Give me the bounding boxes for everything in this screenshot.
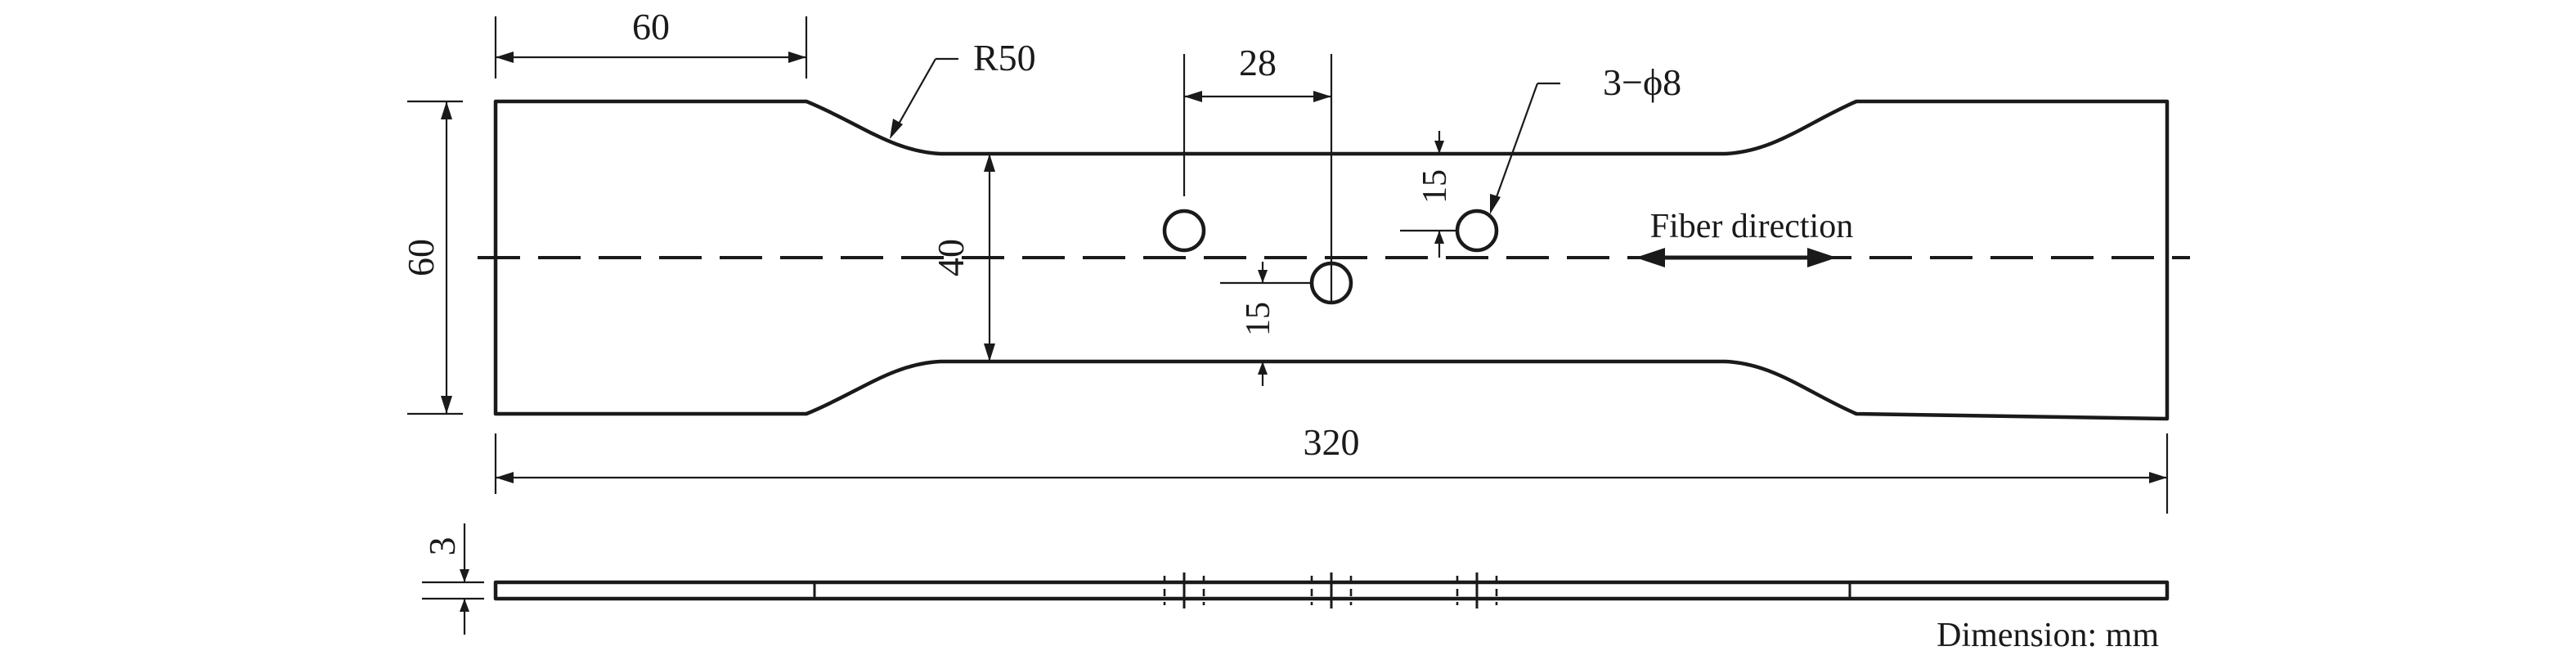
plan-view: [478, 99, 2190, 421]
width-gauge-label: 40: [930, 239, 972, 276]
dim-grip-length: 60: [494, 6, 808, 79]
units-note: Dimension: mm: [1936, 617, 2159, 654]
fiber-arrow-left: [1636, 248, 1665, 267]
dim-thickness: 3: [421, 523, 484, 635]
width-total-label: 60: [400, 239, 442, 276]
hole-spacing-label: 28: [1239, 42, 1277, 83]
hole-right: [1455, 209, 1499, 253]
dim-hole-offset-lower: 15: [1220, 262, 1312, 386]
hole-offset-lower-label: 15: [1240, 302, 1277, 336]
thickness-label: 3: [421, 537, 463, 556]
holes-label: 3−ϕ8: [1603, 61, 1681, 103]
grip-length-label: 60: [632, 6, 670, 47]
dim-holes-callout: 3−ϕ8: [1490, 61, 1681, 214]
fiber-direction-label: Fiber direction: [1650, 208, 1853, 245]
dim-width-gauge: 40: [930, 154, 995, 361]
fillet-radius-label: R50: [973, 37, 1036, 79]
hole-offset-upper-label: 15: [1416, 169, 1454, 204]
dim-width-total: 60: [400, 100, 463, 415]
side-view: [493, 572, 2170, 608]
dim-fillet-radius: R50: [890, 37, 1036, 139]
dim-hole-offset-upper: 15: [1400, 131, 1457, 258]
fiber-arrow-right: [1807, 248, 1837, 267]
hole-left: [1162, 209, 1206, 253]
specimen-outline: [493, 99, 2170, 421]
dim-length-total: 320: [494, 421, 2169, 514]
length-total-label: 320: [1304, 421, 1360, 463]
dim-hole-spacing: 28: [1183, 42, 1333, 304]
fiber-direction: Fiber direction: [1636, 208, 1853, 267]
